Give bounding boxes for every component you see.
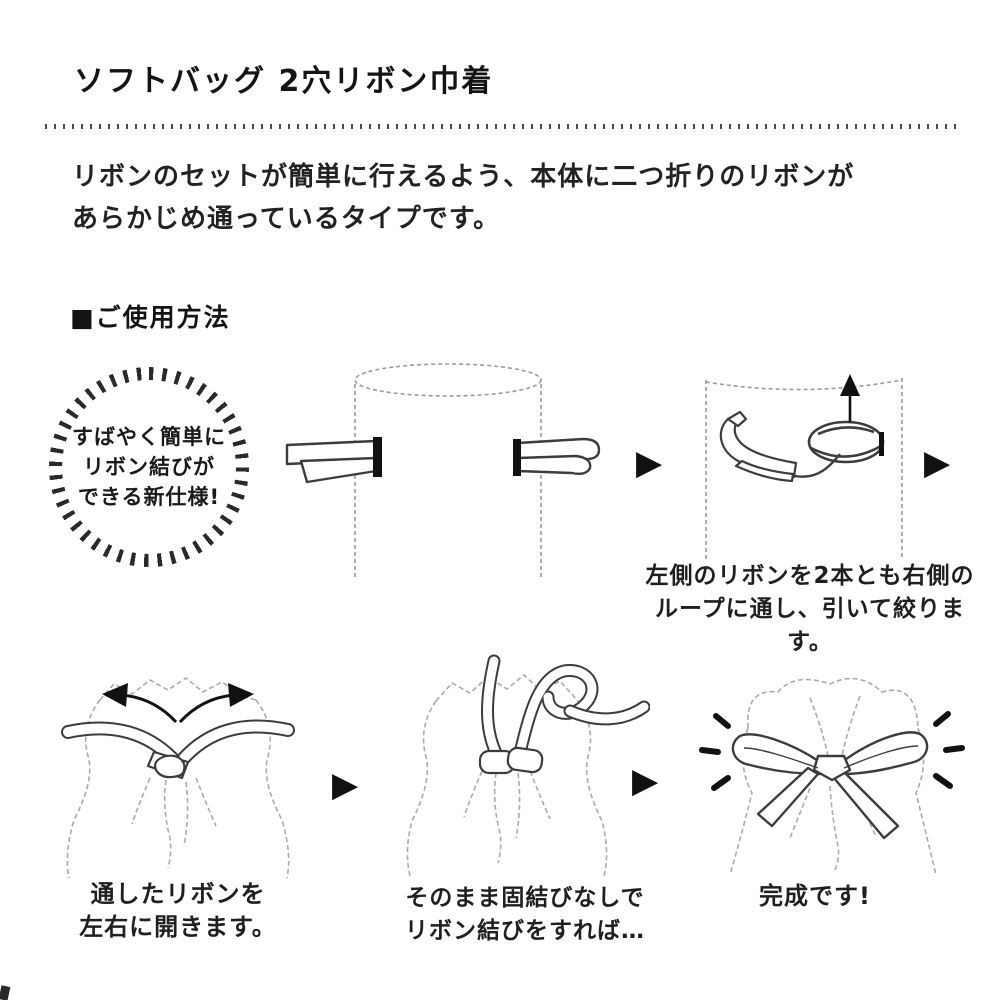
step2-caption-line-1: 左側のリボンを2本とも右側の <box>645 563 975 589</box>
usage-section-header: ■ご使用方法 <box>70 303 231 332</box>
emphasis-dashes <box>699 711 965 791</box>
step4-caption-line-2: リボン結びをすれば… <box>405 918 645 944</box>
step1-bag-with-ribbons-illustration <box>285 363 601 580</box>
badge-line-2: リボン結びが <box>83 455 215 479</box>
description-line-1: リボンのセットが簡単に行えるよう、本体に二つ折りのリボンが <box>72 162 855 192</box>
step4-tying-bow-illustration <box>406 654 650 877</box>
step3-caption-line-2: 左右に開きます。 <box>79 913 277 941</box>
step2-caption: 左側のリボンを2本とも右側の ループに通し、引いて絞ります。 <box>640 560 980 659</box>
new-feature-badge: すばやく簡単に リボン結びが できる新仕様! <box>49 367 249 567</box>
description-line-2: あらかじめ通っているタイプです。 <box>72 204 501 234</box>
product-description: リボンのセットが簡単に行えるよう、本体に二つ折りのリボンが あらかじめ通っている… <box>72 156 854 240</box>
badge-inner: すばやく簡単に リボン結びが できる新仕様! <box>62 380 236 554</box>
scan-artifact-mark <box>0 985 11 1000</box>
page-title: ソフトバッグ 2穴リボン巾着 <box>74 64 494 99</box>
step5-finished-bow-illustration <box>699 677 965 876</box>
badge-line-3: できる新仕様! <box>77 485 221 509</box>
step5-caption: 完成です! <box>759 882 871 910</box>
step3-spread-ribbons-illustration <box>61 677 295 879</box>
next-arrow-icon: ▶ <box>632 761 659 801</box>
step3-caption-line-1: 通したリボンを <box>90 880 266 908</box>
next-arrow-icon: ▶ <box>332 765 359 805</box>
step4-caption: そのまま固結びなしで リボン結びをすれば… <box>380 882 670 948</box>
step3-caption: 通したリボンを 左右に開きます。 <box>58 878 298 944</box>
step2-ribbon-through-loop-illustration <box>705 374 903 560</box>
step4-caption-line-1: そのまま固結びなしで <box>405 885 645 911</box>
dotted-separator <box>45 124 960 129</box>
spread-direction-arrows <box>102 683 254 724</box>
badge-line-1: すばやく簡単に <box>72 425 226 449</box>
next-arrow-icon: ▶ <box>636 443 663 483</box>
next-arrow-icon: ▶ <box>924 443 951 483</box>
step2-caption-line-2: ループに通し、引いて絞ります。 <box>655 596 965 655</box>
